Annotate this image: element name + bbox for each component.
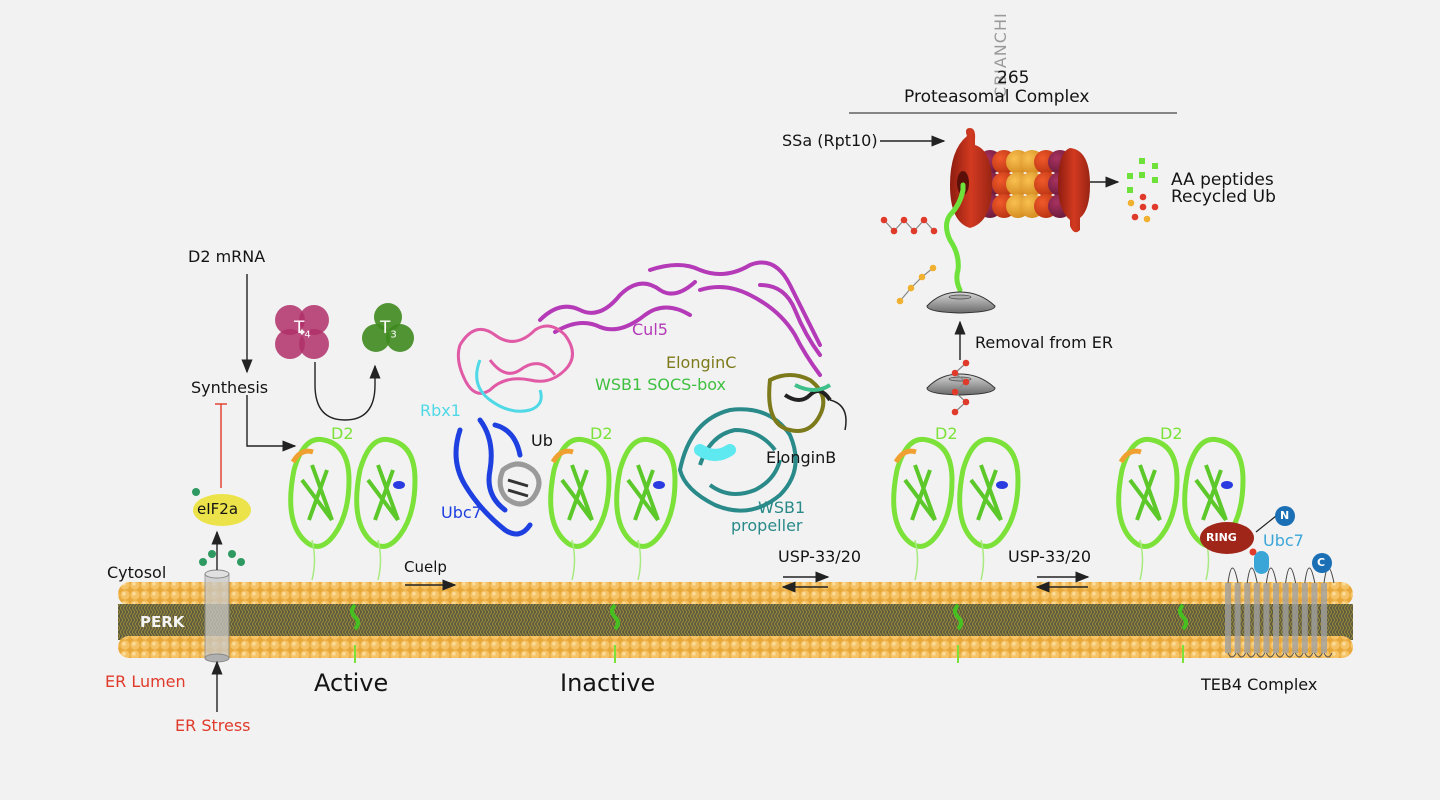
wsb1-socs-label: WSB1 SOCS-box — [595, 375, 726, 394]
substrate-strand — [944, 182, 966, 293]
teb4-ubc7-label: Ubc7 — [1263, 531, 1304, 550]
ubc7-structure — [453, 417, 533, 537]
d2-dimers — [288, 436, 1246, 663]
d2-dimer-2 — [548, 436, 678, 663]
elonginb-label: ElonginB — [766, 448, 837, 467]
teb4-complex-label: TEB4 Complex — [1201, 675, 1318, 694]
d2-dimer-3 — [891, 436, 1021, 663]
ubiquitin-chain-icon — [880, 216, 938, 235]
proteasome-title: Proteasomal Complex — [904, 87, 1090, 107]
p97-disc-lower-icon — [926, 373, 996, 396]
ssa-label: SSa (Rpt10) — [782, 131, 878, 150]
perk-channel — [204, 569, 230, 663]
ub-label: Ub — [531, 431, 553, 450]
cul5-structure — [538, 260, 822, 377]
eif2a-ellipse — [193, 494, 251, 526]
d2-label-active: D2 — [331, 424, 354, 443]
inhibition-line — [215, 403, 227, 488]
p97-disc-upper-icon — [926, 291, 996, 314]
er-stress-label: ER Stress — [175, 716, 251, 735]
teb4-complex — [1200, 506, 1335, 658]
d2-label-inactive: D2 — [590, 424, 613, 443]
phosphate-dots-icon — [192, 488, 245, 566]
d2-mrna-label: D2 mRNA — [188, 247, 266, 266]
usp-label-1: USP-33/20 — [778, 547, 862, 566]
er-lumen-label: ER Lumen — [105, 672, 186, 691]
proteasome-title-number: 265 — [997, 68, 1030, 88]
recycled-ub-icon — [1127, 193, 1159, 223]
rbx1-label: Rbx1 — [420, 401, 461, 420]
ubiquitin-chain-lower-icon — [951, 359, 970, 416]
rbx1-pink-structure — [456, 324, 574, 395]
d2-label-4: D2 — [1160, 424, 1183, 443]
eif2a-label: eIF2a — [197, 500, 239, 518]
elongin-structure — [767, 373, 847, 433]
aa-peptides-label: AA peptides — [1171, 170, 1274, 190]
t4-label: T4 — [294, 318, 311, 341]
n-terminus-shape — [1275, 506, 1295, 526]
ring-label: RING — [1206, 531, 1237, 544]
t3-label: T3 — [380, 318, 397, 341]
cytosol-label: Cytosol — [107, 563, 167, 582]
cuelp-label: Cuelp — [404, 558, 447, 576]
perk-label: PERK — [140, 613, 185, 631]
usp-label-2: USP-33/20 — [1008, 547, 1092, 566]
t3-molecule-icon — [362, 303, 414, 352]
pathway-arrows — [211, 135, 1120, 712]
rbx1-structure — [475, 359, 543, 413]
proteasome-icon — [950, 128, 1090, 233]
c-terminus-label: C — [1317, 556, 1326, 569]
peptides-icon — [1127, 158, 1158, 193]
removal-label: Removal from ER — [975, 333, 1113, 352]
d2-dimer-1 — [288, 436, 418, 663]
d2-dimer-4 — [1116, 436, 1246, 663]
er-membrane — [118, 582, 1353, 658]
wsb1-cyan-helix — [694, 444, 736, 461]
peptide-chain-icon — [896, 264, 937, 305]
ub-structure — [497, 461, 542, 507]
ubc7-teb4-shape — [1254, 551, 1269, 574]
wsb1-propeller-label-1: WSB1 — [758, 498, 806, 517]
ring-domain-shape — [1200, 522, 1254, 554]
recycled-ub-label: Recycled Ub — [1171, 187, 1276, 207]
wsb1-propeller-label-2: propeller — [731, 516, 803, 535]
t4-molecule-icon — [275, 305, 329, 359]
active-state-label: Active — [314, 669, 389, 697]
n-terminus-label: N — [1280, 509, 1290, 522]
d2-label-3: D2 — [935, 424, 958, 443]
elonginc-label: ElonginC — [666, 353, 737, 372]
synthesis-label: Synthesis — [191, 378, 269, 397]
inactive-state-label: Inactive — [560, 669, 656, 697]
cul5-label: Cul5 — [632, 320, 668, 339]
c-terminus-shape — [1312, 553, 1332, 573]
ubc7-label: Ubc7 — [441, 503, 482, 522]
